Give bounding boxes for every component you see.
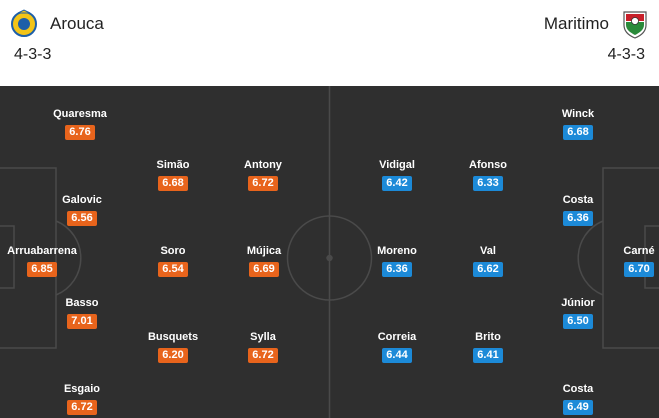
player-quaresma[interactable]: Quaresma 6.76 bbox=[35, 108, 125, 140]
player-name: Costa bbox=[562, 194, 594, 206]
rating-badge: 6.85 bbox=[27, 262, 57, 277]
rating-badge: 6.56 bbox=[67, 211, 97, 226]
player-carne[interactable]: Carné 6.70 bbox=[594, 245, 659, 277]
player-name: Mújica bbox=[246, 245, 282, 257]
player-name: Sylla bbox=[250, 331, 276, 343]
pitch-markings bbox=[0, 86, 659, 418]
player-name: Arruabarrena bbox=[7, 245, 77, 257]
player-vidigal[interactable]: Vidigal 6.42 bbox=[352, 159, 442, 191]
player-junior[interactable]: Júnior 6.50 bbox=[533, 297, 623, 329]
player-name: Brito bbox=[475, 331, 501, 343]
player-correia[interactable]: Correia 6.44 bbox=[352, 331, 442, 363]
rating-badge: 6.36 bbox=[382, 262, 412, 277]
player-name: Simão bbox=[156, 159, 190, 171]
rating-badge: 6.72 bbox=[67, 400, 97, 415]
pitch: Quaresma 6.76 Simão 6.68 Antony 6.72 Gal… bbox=[0, 86, 659, 418]
player-basso[interactable]: Basso 7.01 bbox=[37, 297, 127, 329]
away-formation: 4-3-3 bbox=[607, 46, 645, 63]
player-name: Costa bbox=[562, 383, 594, 395]
player-soro[interactable]: Soro 6.54 bbox=[128, 245, 218, 277]
rating-badge: 6.68 bbox=[563, 125, 593, 140]
rating-badge: 6.41 bbox=[473, 348, 503, 363]
arouca-crest-icon bbox=[11, 9, 37, 37]
player-moreno[interactable]: Moreno 6.36 bbox=[352, 245, 442, 277]
rating-badge: 6.72 bbox=[248, 176, 278, 191]
home-formation: 4-3-3 bbox=[14, 46, 52, 63]
player-costa-top[interactable]: Costa 6.36 bbox=[533, 194, 623, 226]
player-winck[interactable]: Winck 6.68 bbox=[533, 108, 623, 140]
player-arruabarrena[interactable]: Arruabarrena 6.85 bbox=[0, 245, 87, 277]
player-name: Basso bbox=[65, 297, 99, 309]
player-busquets[interactable]: Busquets 6.20 bbox=[128, 331, 218, 363]
home-team-name[interactable]: Arouca bbox=[50, 14, 104, 33]
rating-badge: 6.70 bbox=[624, 262, 654, 277]
player-name: Carné bbox=[623, 245, 655, 257]
player-val[interactable]: Val 6.62 bbox=[443, 245, 533, 277]
rating-badge: 6.44 bbox=[382, 348, 412, 363]
player-galovic[interactable]: Galovic 6.56 bbox=[37, 194, 127, 226]
player-afonso[interactable]: Afonso 6.33 bbox=[443, 159, 533, 191]
rating-badge: 7.01 bbox=[67, 314, 97, 329]
player-name: Júnior bbox=[561, 297, 595, 309]
player-name: Moreno bbox=[377, 245, 417, 257]
player-name: Galovic bbox=[62, 194, 102, 206]
player-sylla[interactable]: Sylla 6.72 bbox=[218, 331, 308, 363]
rating-badge: 6.42 bbox=[382, 176, 412, 191]
rating-badge: 6.50 bbox=[563, 314, 593, 329]
player-name: Quaresma bbox=[53, 108, 107, 120]
player-name: Vidigal bbox=[379, 159, 415, 171]
player-name: Val bbox=[480, 245, 496, 257]
player-mujica[interactable]: Mújica 6.69 bbox=[219, 245, 309, 277]
player-simao[interactable]: Simão 6.68 bbox=[128, 159, 218, 191]
player-esgaio[interactable]: Esgaio 6.72 bbox=[37, 383, 127, 415]
rating-badge: 6.36 bbox=[563, 211, 593, 226]
player-costa-bottom[interactable]: Costa 6.49 bbox=[533, 383, 623, 415]
player-name: Afonso bbox=[469, 159, 507, 171]
rating-badge: 6.76 bbox=[65, 125, 95, 140]
rating-badge: 6.49 bbox=[563, 400, 593, 415]
rating-badge: 6.33 bbox=[473, 176, 503, 191]
rating-badge: 6.68 bbox=[158, 176, 188, 191]
rating-badge: 6.20 bbox=[158, 348, 188, 363]
player-name: Busquets bbox=[147, 331, 199, 343]
player-name: Soro bbox=[160, 245, 186, 257]
player-antony[interactable]: Antony 6.72 bbox=[218, 159, 308, 191]
player-name: Antony bbox=[244, 159, 282, 171]
rating-badge: 6.62 bbox=[473, 262, 503, 277]
match-header: Arouca 4-3-3 Maritimo 4-3-3 bbox=[0, 0, 659, 86]
maritimo-crest-icon bbox=[623, 11, 647, 39]
rating-badge: 6.72 bbox=[248, 348, 278, 363]
player-brito[interactable]: Brito 6.41 bbox=[443, 331, 533, 363]
away-team-name[interactable]: Maritimo bbox=[543, 14, 609, 33]
player-name: Esgaio bbox=[63, 383, 101, 395]
player-name: Correia bbox=[377, 331, 417, 343]
rating-badge: 6.54 bbox=[158, 262, 188, 277]
player-name: Winck bbox=[561, 108, 595, 120]
rating-badge: 6.69 bbox=[249, 262, 279, 277]
